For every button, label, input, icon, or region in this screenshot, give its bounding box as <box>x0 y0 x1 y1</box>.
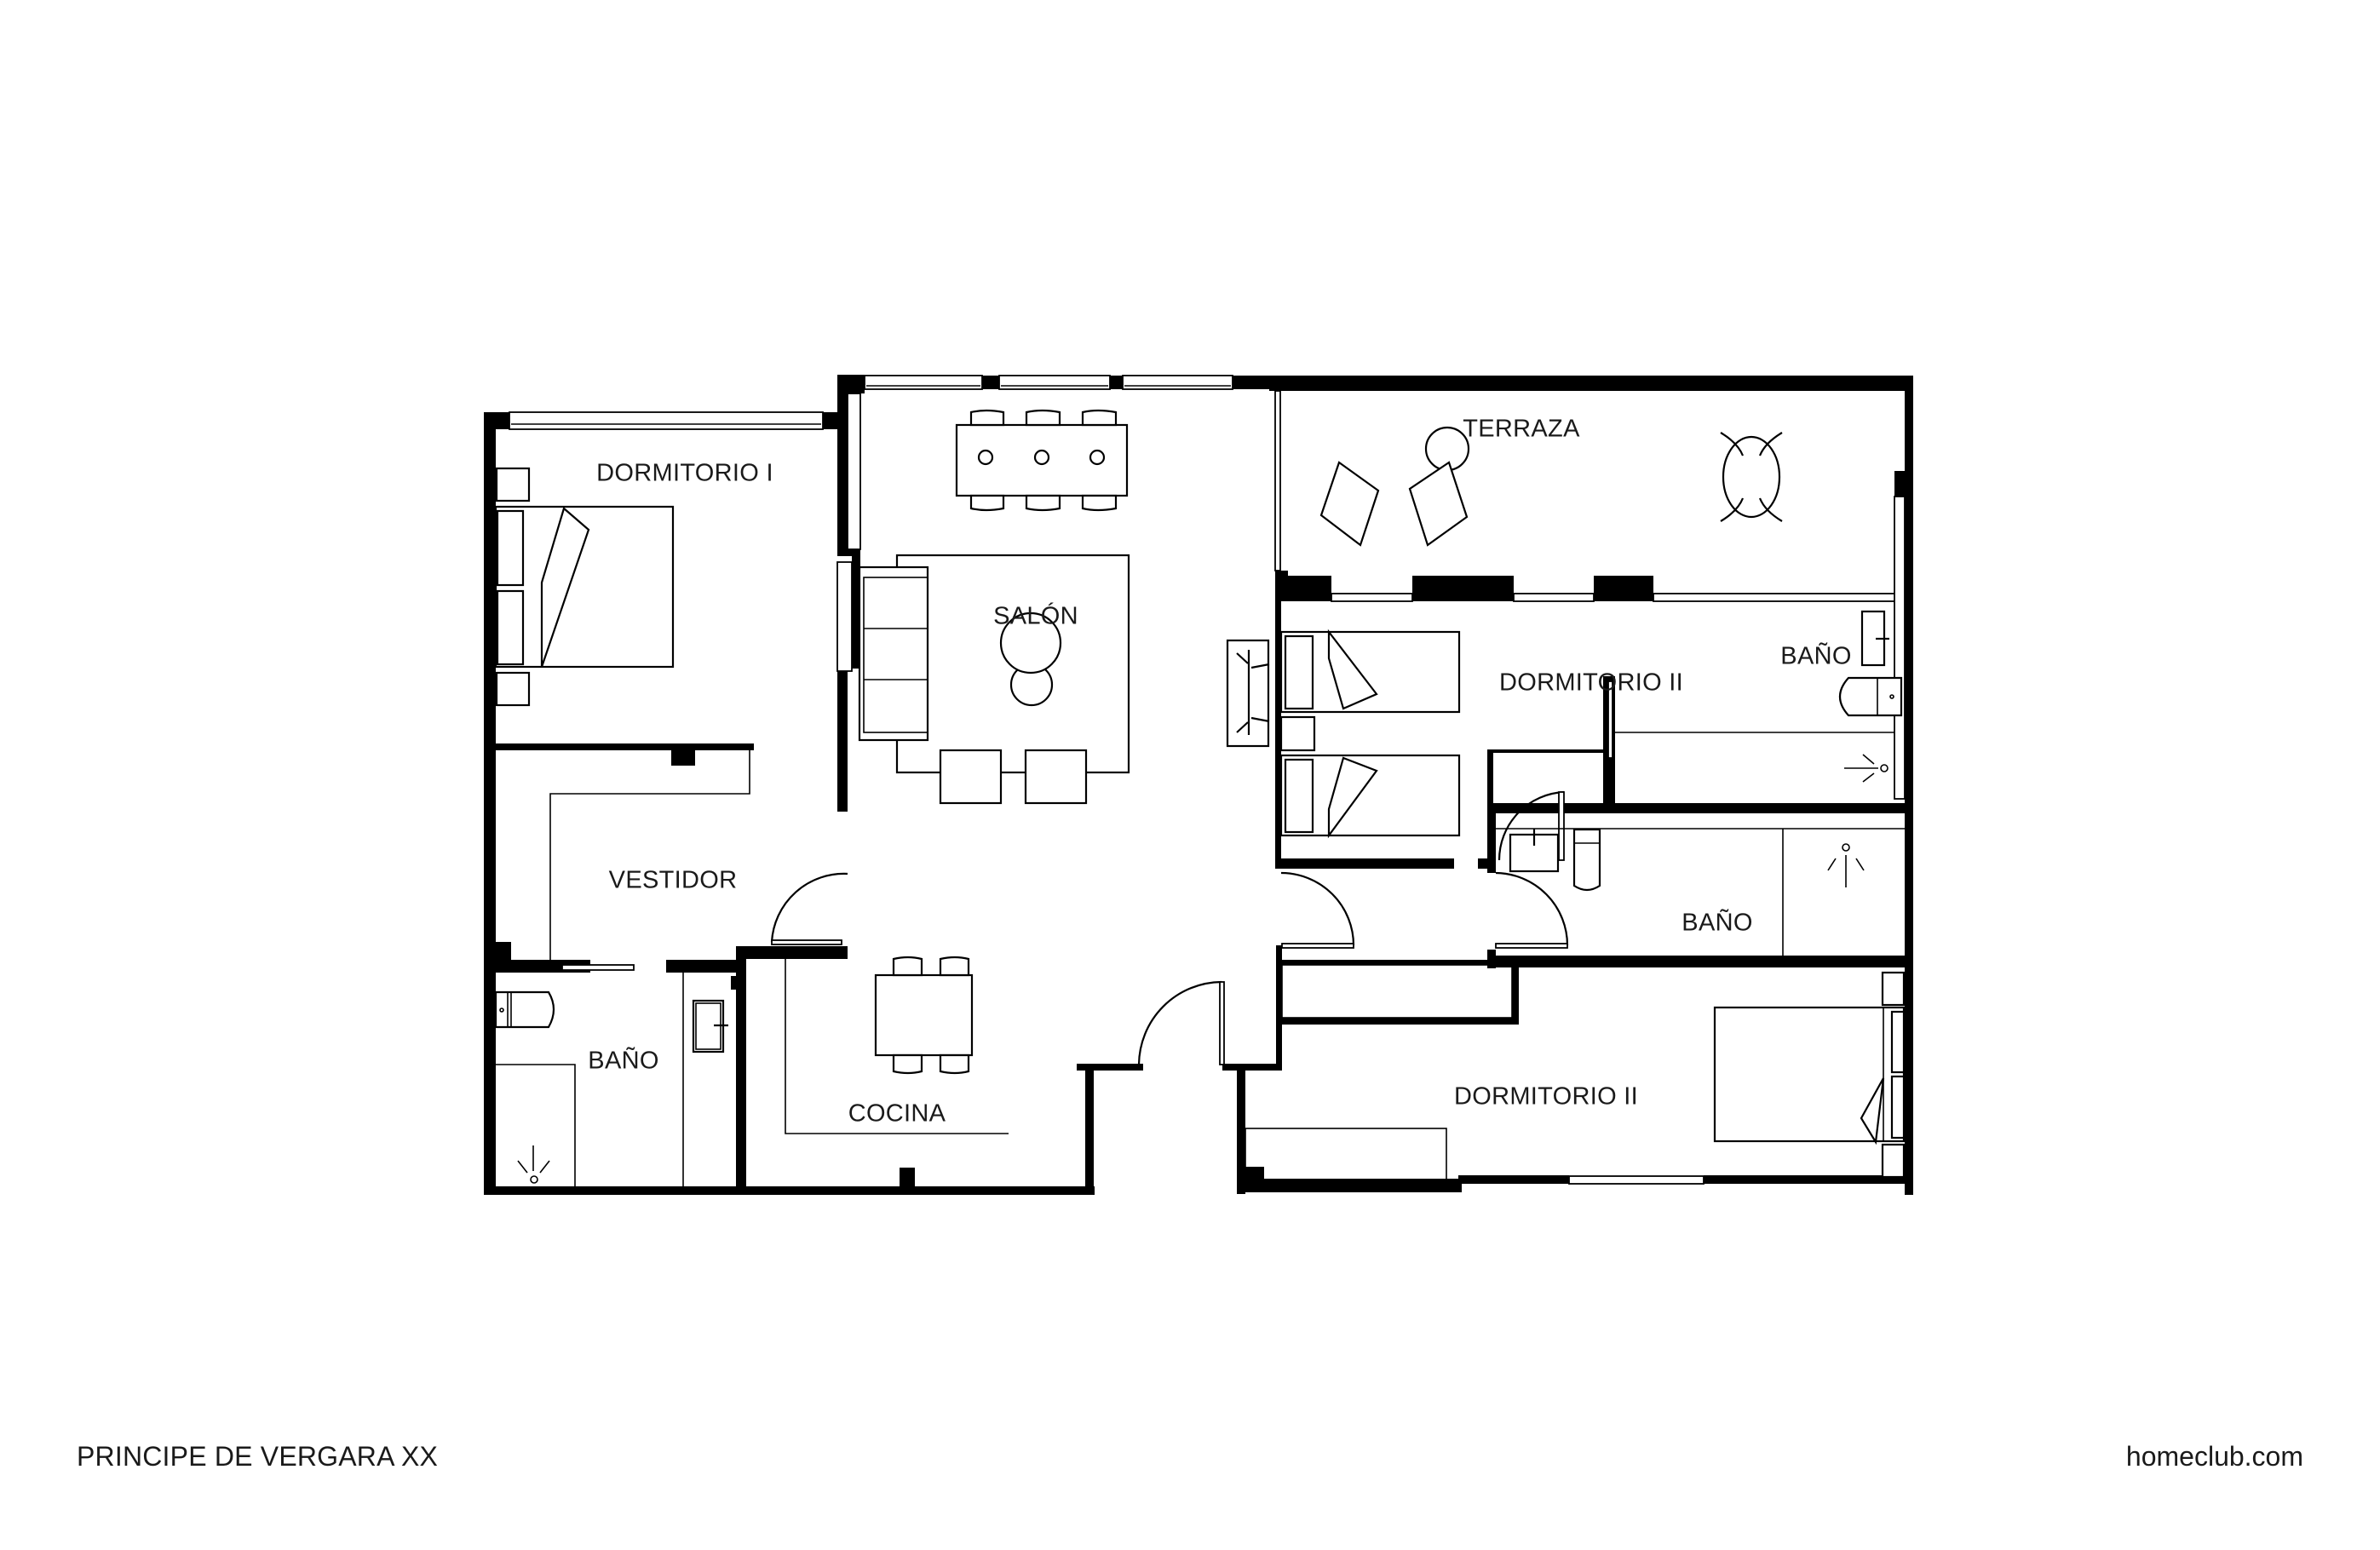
salon-furniture <box>858 409 1270 805</box>
property-address: PRINCIPE DE VERGARA XX <box>77 1441 439 1472</box>
room-label-vestidor: VESTIDOR <box>608 866 738 894</box>
room-label-salon: SALÓN <box>993 602 1078 630</box>
room-label-bano-left: BAÑO <box>588 1047 659 1075</box>
walls <box>484 375 1913 1195</box>
cocina-furniture <box>785 952 1009 1134</box>
brand-website: homeclub.com <box>2125 1441 2303 1472</box>
bano-left-fixtures <box>494 973 728 1186</box>
room-label-dormitorio-1: DORMITORIO I <box>596 459 773 487</box>
dormitorio-2-top-furniture <box>1279 629 1461 839</box>
windows <box>509 375 1906 1185</box>
terraza-furniture <box>1319 426 1783 547</box>
room-label-bano-top-right: BAÑO <box>1780 642 1852 670</box>
doors <box>561 680 1613 1065</box>
room-label-bano-right: BAÑO <box>1682 909 1753 937</box>
dormitorio-1-furniture <box>494 467 675 707</box>
room-label-terraza: TERRAZA <box>1463 415 1580 443</box>
vestidor-closet <box>549 749 750 960</box>
dormitorio-2-bottom-furniture <box>1245 971 1906 1181</box>
bano-top-right-fixtures <box>1615 610 1903 783</box>
room-label-dormitorio-2-bottom: DORMITORIO II <box>1453 1082 1639 1111</box>
room-label-cocina: COCINA <box>848 1099 946 1128</box>
bano-right-fixtures <box>1496 828 1905 956</box>
hall-closet <box>1281 964 1513 1019</box>
room-label-dormitorio-2-top: DORMITORIO II <box>1498 669 1684 697</box>
